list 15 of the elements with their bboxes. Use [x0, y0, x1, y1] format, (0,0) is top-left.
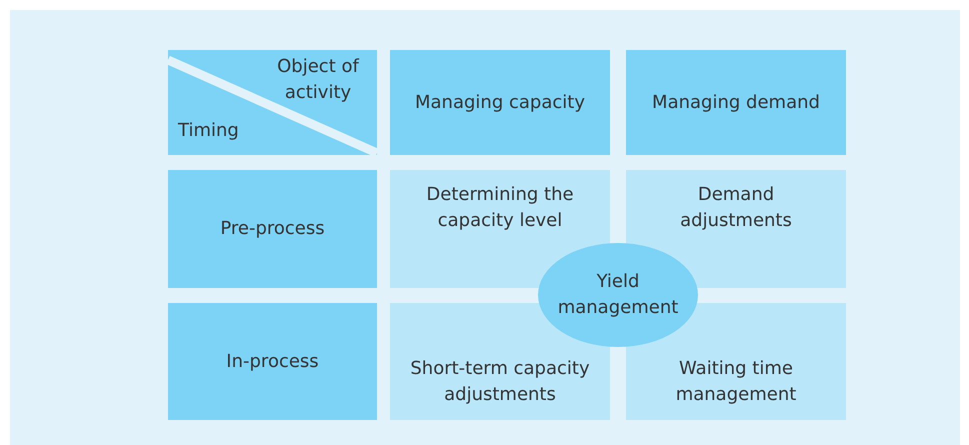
header-box — [168, 303, 377, 420]
cell-label: Managing demand — [652, 90, 820, 114]
row-heading: Timing — [178, 119, 240, 143]
cell-label: Yield management — [556, 270, 680, 320]
cell-label: Determining the capacity level — [425, 183, 575, 233]
column-heading: Object of activity — [276, 55, 360, 105]
header-box — [168, 170, 377, 288]
cell-label: In-process — [226, 350, 319, 374]
header-box — [390, 50, 610, 155]
cell-label: Waiting time management — [674, 357, 798, 407]
cell-label: Pre-process — [220, 217, 325, 241]
cell-label: Managing capacity — [415, 90, 585, 114]
cell-label: Demand adjustments — [679, 183, 793, 233]
cell-label: Short-term capacity adjustments — [409, 357, 591, 407]
header-box — [626, 50, 846, 155]
